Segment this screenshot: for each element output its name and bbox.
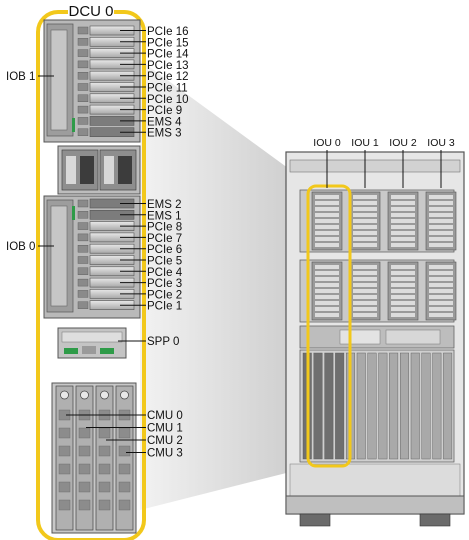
rack-dcu-highlight (306, 184, 352, 468)
pcie-label: PCIe 15 (147, 37, 189, 49)
iou-label: IOU 3 (427, 137, 455, 149)
pcie-label: PCIe 7 (147, 233, 182, 245)
iob-0-board (43, 195, 141, 319)
rack-foot-left (299, 513, 331, 527)
cmu-label: CMU 3 (147, 448, 183, 460)
ems-label: EMS 2 (147, 199, 182, 211)
pcie-label: PCIe 4 (147, 267, 183, 279)
iou-label: IOU 2 (389, 137, 417, 149)
pcie-label: PCIe 9 (147, 105, 182, 117)
dcu-module (36, 2, 146, 540)
cmu-modules (51, 382, 137, 534)
pcie-label: PCIe 5 (147, 256, 182, 268)
pcie-label: PCIe 16 (147, 26, 189, 38)
cmu-label: CMU 0 (147, 410, 183, 422)
iob-1-label: IOB 1 (6, 71, 35, 83)
pcie-label: PCIe 3 (147, 278, 182, 290)
pcie-label: PCIe 11 (147, 83, 188, 95)
iou-labels: IOU 0 IOU 1 IOU 2 IOU 3 (313, 137, 455, 188)
spp-0-label: SPP 0 (147, 336, 179, 348)
iob-1-board (43, 19, 141, 143)
cmu-card (55, 385, 74, 531)
ems-label: EMS 4 (147, 116, 182, 128)
cmu-label: CMU 2 (147, 435, 183, 447)
pcie-label: PCIe 14 (147, 49, 189, 61)
pcie-label: PCIe 2 (147, 289, 182, 301)
pcie-label: PCIe 12 (147, 71, 189, 83)
rack-foot-right (419, 513, 451, 527)
ems-label: EMS 3 (147, 128, 182, 140)
fan-block (57, 145, 141, 195)
dcu-title: DCU 0 (68, 3, 113, 20)
cmu-card (75, 385, 94, 531)
pcie-label: PCIe 8 (147, 222, 182, 234)
iob-0-label: IOB 0 (6, 241, 35, 253)
cmu-card (95, 385, 114, 531)
ems-label: EMS 1 (147, 210, 182, 222)
iou-label: IOU 1 (351, 137, 379, 149)
pcie-label: PCIe 10 (147, 94, 189, 106)
cmu-label: CMU 1 (147, 423, 183, 435)
server-rack (285, 151, 465, 527)
spp-0-unit (57, 327, 127, 359)
zoom-callout (140, 60, 318, 510)
pcie-label: PCIe 13 (147, 60, 189, 72)
iou-label: IOU 0 (313, 137, 341, 149)
pcie-label: PCIe 1 (147, 301, 182, 313)
cmu-card (115, 385, 134, 531)
pcie-label: PCIe 6 (147, 244, 182, 256)
iob-labels: IOB 1 IOB 0 (6, 71, 54, 253)
